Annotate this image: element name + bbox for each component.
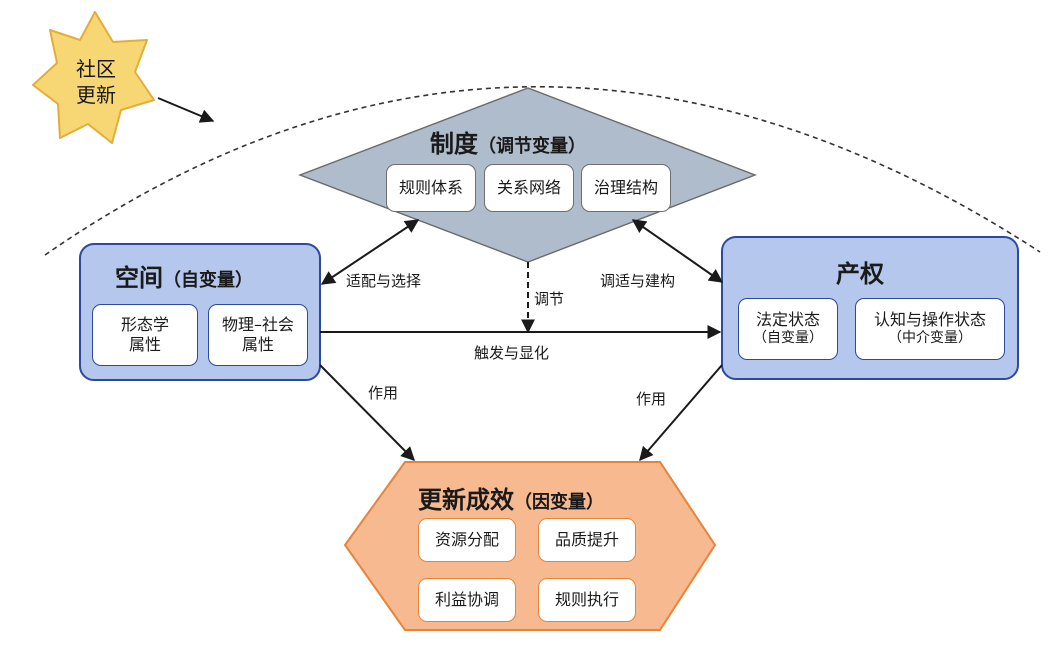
property-item-line2: （自变量） [753,330,823,347]
edge-label-effect-right: 作用 [636,390,667,408]
community-renewal-star-shape [32,11,155,144]
institution-title: 制度（调节变量） [430,124,586,159]
outcome-title-main: 更新成效 [418,486,514,514]
space-title-paren: （自变量） [163,270,253,291]
edge-label-adapt: 适配与选择 [346,272,422,290]
institution-item-label: 规则体系 [398,178,463,197]
outcome-item-interests: 利益协调 [418,578,516,622]
community-renewal-line1: 社区 [76,57,116,81]
community-renewal-label: 社区 更新 [70,56,122,108]
outcome-item-rule-enforcement: 规则执行 [538,578,636,622]
outcome-item-label: 品质提升 [554,530,619,549]
space-effect-arrow [319,364,415,461]
outcome-title: 更新成效（因变量） [418,480,604,515]
property-item-line1: 认知与操作状态 [873,310,986,330]
property-item-legal: 法定状态 （自变量） [738,298,838,360]
space-item-line2: 属性 [241,335,274,354]
edge-label-trigger: 触发与显化 [474,344,550,362]
edge-label-effect-left: 作用 [368,384,399,402]
star-arrow [157,97,215,123]
adapt-select-arrow [320,219,420,285]
community-renewal-line2: 更新 [76,83,116,107]
institution-title-paren: （调节变量） [478,136,586,157]
outcome-item-quality: 品质提升 [538,518,636,562]
institution-item-governance: 治理结构 [581,164,671,212]
outcome-title-paren: （因变量） [514,492,604,513]
space-title: 空间（自变量） [115,258,253,293]
property-item-line2: （中介变量） [888,330,972,347]
space-item-physical-social: 物理–社会 属性 [208,304,308,366]
adjust-construct-arrow [631,219,724,283]
institution-title-main: 制度 [430,130,478,158]
space-item-line2: 属性 [128,335,161,354]
outcome-item-label: 利益协调 [434,590,499,609]
space-title-main: 空间 [115,264,163,292]
institution-item-label: 治理结构 [593,178,658,197]
space-item-line1: 形态学 [120,315,169,334]
community-boundary-arc [44,85,1041,256]
outcome-item-resources: 资源分配 [418,518,516,562]
institution-item-relations: 关系网络 [484,164,574,212]
institution-item-label: 关系网络 [496,178,561,197]
outcome-item-label: 资源分配 [434,530,499,549]
space-item-line1: 物理–社会 [221,315,294,334]
property-effect-arrow [639,364,723,462]
edge-label-regulate: 调节 [534,290,565,308]
space-item-morphology: 形态学 属性 [92,304,198,366]
outcome-item-label: 规则执行 [554,590,619,609]
property-title: 产权 [836,260,884,288]
property-item-cognitive: 认知与操作状态 （中介变量） [855,298,1005,360]
institution-item-rules: 规则体系 [386,164,476,212]
edge-label-adjust: 调适与建构 [600,272,676,290]
property-item-line1: 法定状态 [755,310,820,330]
